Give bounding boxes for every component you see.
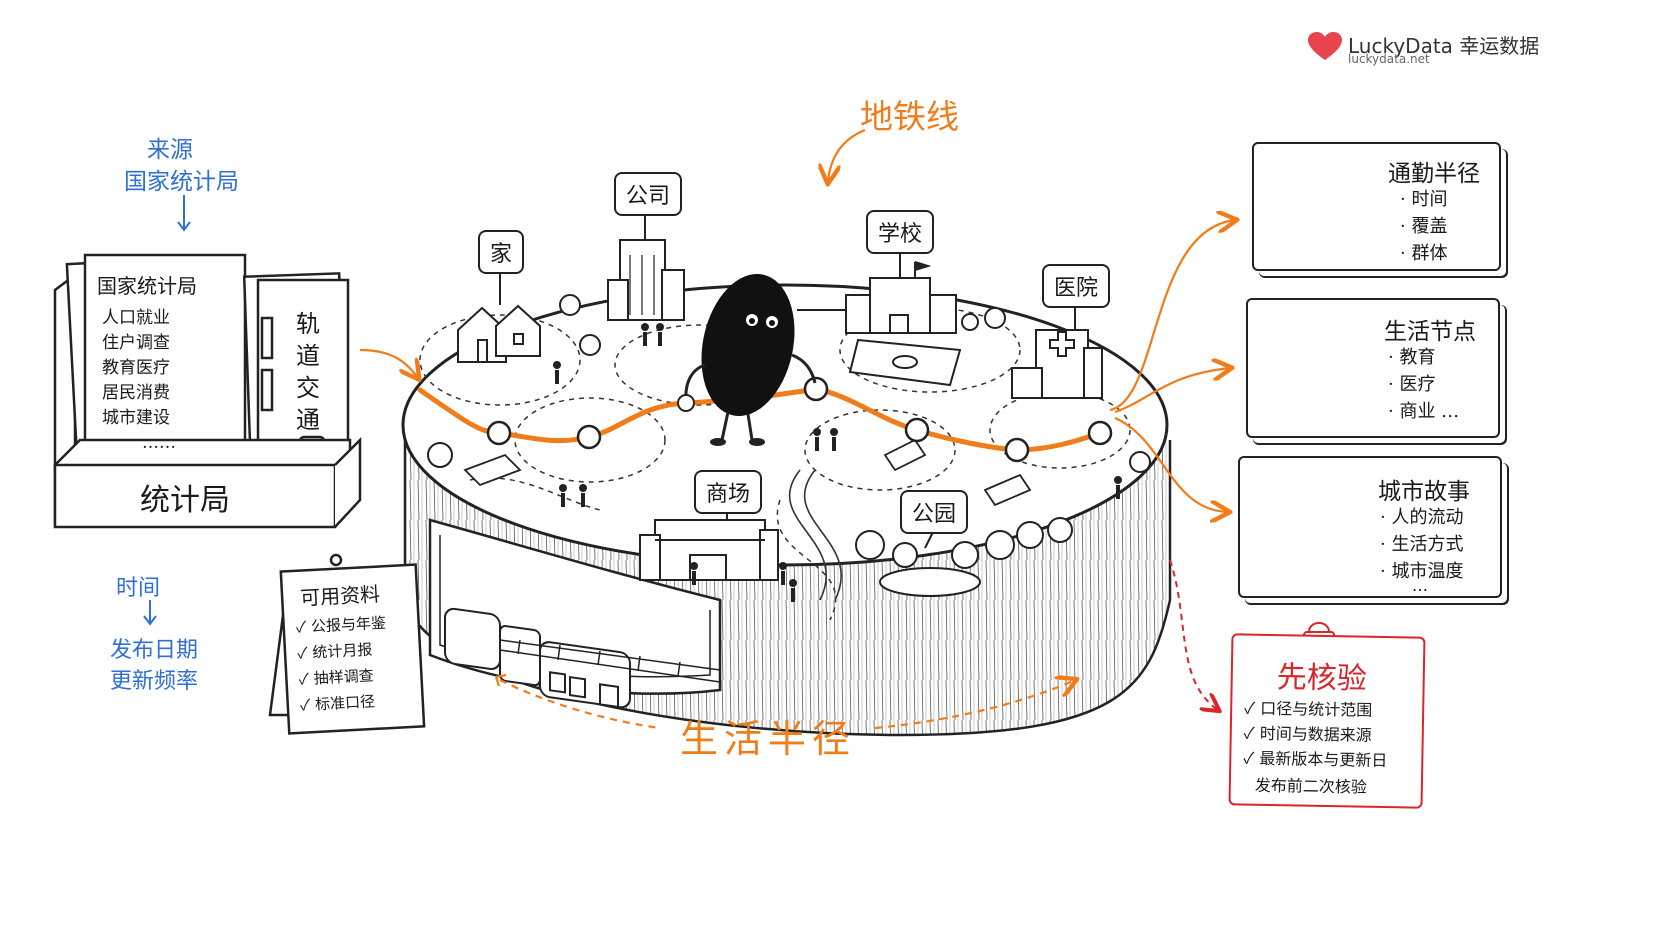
story-card-title: 城市故事 <box>1378 479 1470 505</box>
book-item: 城市建设 <box>102 408 170 428</box>
place-school-bubble: 学校 <box>866 210 935 254</box>
commute-item: 覆盖 <box>1400 213 1447 240</box>
commute-item: 群体 <box>1400 240 1447 267</box>
living-radius-label: 生活半径 <box>680 717 857 761</box>
stats-box-label: 统计局 <box>140 483 230 518</box>
story-card-list: 人的流动 生活方式 城市温度 <box>1380 504 1463 585</box>
place-company-bubble: 公司 <box>614 172 683 216</box>
book-item: 居民消费 <box>102 383 170 403</box>
book-item: 人口就业 <box>102 308 170 328</box>
story-more: … <box>1412 576 1428 595</box>
source-note-value: 国家统计局 <box>124 169 239 195</box>
materials-title: 可用资料 <box>299 581 381 611</box>
nodes-item: 教育 <box>1388 344 1459 371</box>
city-story-card: 城市故事 人的流动 生活方式 城市温度 … <box>1238 456 1502 598</box>
verify-item: 时间与数据来源 <box>1244 721 1388 749</box>
story-item: 城市温度 <box>1380 558 1463 585</box>
place-home-bubble: 家 <box>478 230 525 274</box>
life-nodes-card: 生活节点 教育 医疗 商业 … <box>1246 298 1500 438</box>
place-park-bubble: 公园 <box>900 490 969 534</box>
side-book-title: 轨道交通 <box>296 310 320 434</box>
book-item: 教育医疗 <box>102 358 170 378</box>
place-hospital-bubble: 医院 <box>1042 264 1111 308</box>
station-stairs <box>463 438 1032 507</box>
brand-name: LuckyData 幸运数据 <box>1348 34 1540 58</box>
verify-card-title: 先核验 <box>1276 660 1368 697</box>
place-mall-bubble: 商场 <box>694 470 763 514</box>
mascot-character <box>677 273 817 446</box>
story-item: 人的流动 <box>1380 504 1463 531</box>
commute-card-title: 通勤半径 <box>1388 161 1480 187</box>
story-item: 生活方式 <box>1380 531 1463 558</box>
subway-tunnel <box>428 518 722 709</box>
metro-stations <box>486 376 1113 463</box>
nodes-card-title: 生活节点 <box>1384 319 1476 345</box>
nodes-card-list: 教育 医疗 商业 … <box>1388 344 1459 425</box>
materials-item: 公报与年鉴 <box>295 610 387 641</box>
commute-card-list: 时间 覆盖 群体 <box>1400 186 1447 267</box>
school-building <box>845 261 962 387</box>
materials-item: 标准口径 <box>299 688 390 719</box>
book-items: 人口就业 住户调查 教育医疗 居民消费 城市建设 …… <box>102 306 176 456</box>
heart-icon <box>1308 32 1342 60</box>
book-title: 国家统计局 <box>97 274 197 298</box>
mall-building <box>639 519 779 581</box>
park-trees <box>427 294 1151 597</box>
book-more: …… <box>142 433 176 453</box>
stats-bureau-box <box>53 253 362 529</box>
hospital-building <box>1011 329 1103 399</box>
time-note-release: 发布日期 <box>110 638 199 663</box>
verify-item: 口径与统计范围 <box>1244 696 1388 724</box>
nodes-item: 商业 … <box>1388 398 1459 425</box>
time-note-label: 时间 <box>116 576 161 601</box>
verify-card-list: 口径与统计范围 时间与数据来源 最新版本与更新日 <box>1243 696 1388 774</box>
brand-url: luckydata.net <box>1348 52 1430 66</box>
metro-line-label: 地铁线 <box>860 97 959 136</box>
people <box>553 323 1122 602</box>
book-item: 住户调查 <box>102 333 170 353</box>
commute-radius-card: 通勤半径 时间 覆盖 群体 <box>1252 142 1501 271</box>
source-note-label: 来源 <box>147 137 193 163</box>
commute-item: 时间 <box>1400 186 1447 213</box>
time-note-frequency: 更新频率 <box>110 669 199 694</box>
verify-last-line: 发布前二次核验 <box>1254 775 1368 797</box>
verify-item: 最新版本与更新日 <box>1243 746 1387 774</box>
home-houses <box>457 304 541 363</box>
nodes-item: 医疗 <box>1388 371 1459 398</box>
materials-list: 公报与年鉴 统计月报 抽样调查 标准口径 <box>295 610 390 719</box>
company-tower <box>607 239 685 321</box>
verify-card: 先核验 口径与统计范围 时间与数据来源 最新版本与更新日 发布前二次核验 <box>1228 633 1426 809</box>
